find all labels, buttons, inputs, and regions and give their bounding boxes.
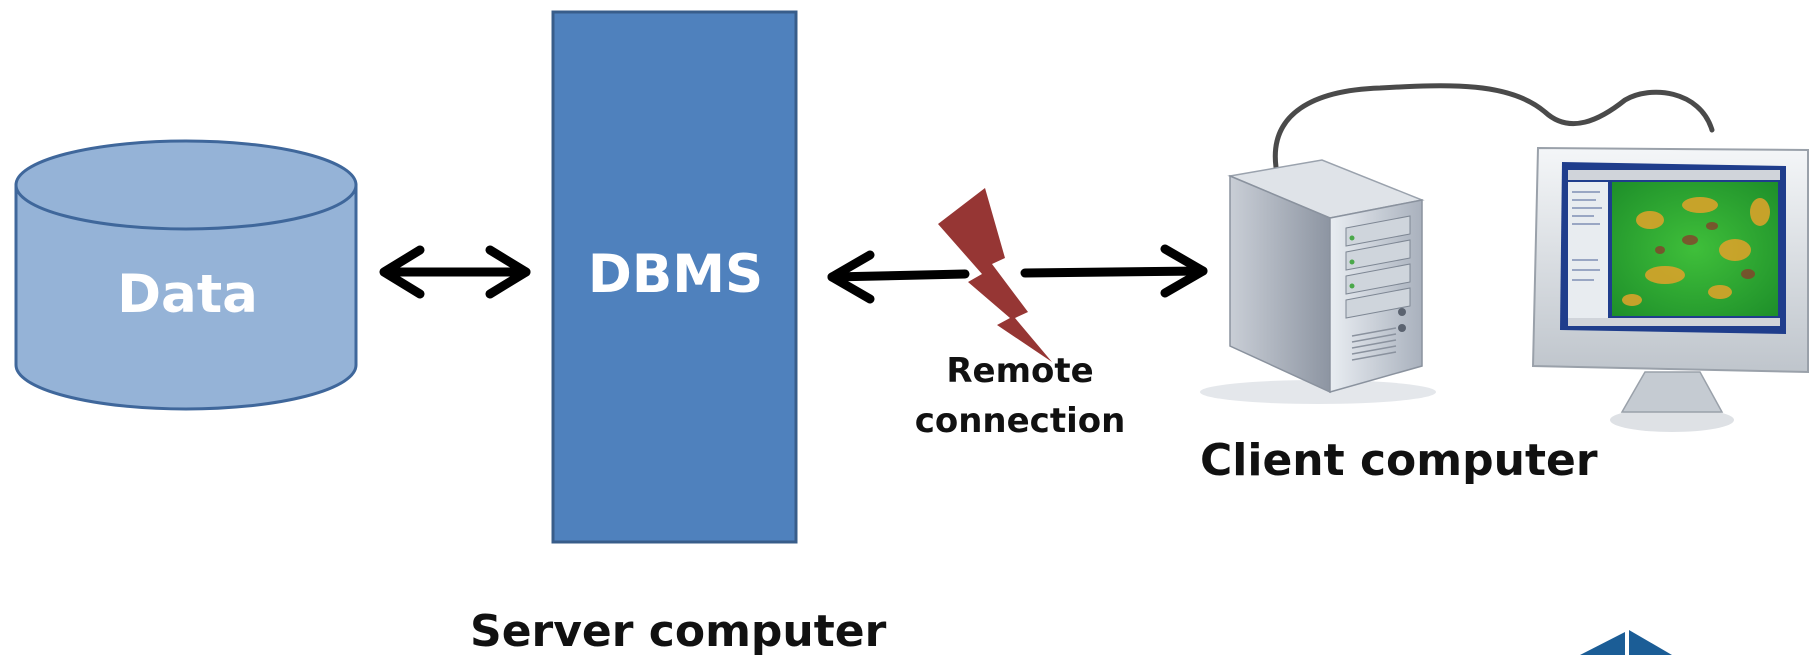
remote-connection-line2: connection bbox=[914, 401, 1126, 441]
server-tower-icon bbox=[1200, 159, 1436, 404]
database-cylinder-icon bbox=[14, 139, 358, 411]
dbms-label: DBMS bbox=[587, 244, 764, 305]
monitor-icon bbox=[1531, 146, 1809, 432]
dbms-box bbox=[551, 10, 798, 544]
remote-connection-label: Remote connection bbox=[900, 346, 1140, 446]
data-dbms-arrow bbox=[379, 245, 531, 299]
data-label: Data bbox=[117, 264, 258, 325]
remote-connection-line1: Remote bbox=[946, 351, 1094, 391]
lightning-bolt-icon bbox=[938, 188, 1052, 362]
cable bbox=[1272, 83, 1715, 181]
logo-icon bbox=[1580, 630, 1672, 655]
server-computer-label: Server computer bbox=[470, 606, 887, 655]
remote-connection-arrow bbox=[827, 244, 1208, 304]
client-computer-label: Client computer bbox=[1200, 435, 1598, 486]
